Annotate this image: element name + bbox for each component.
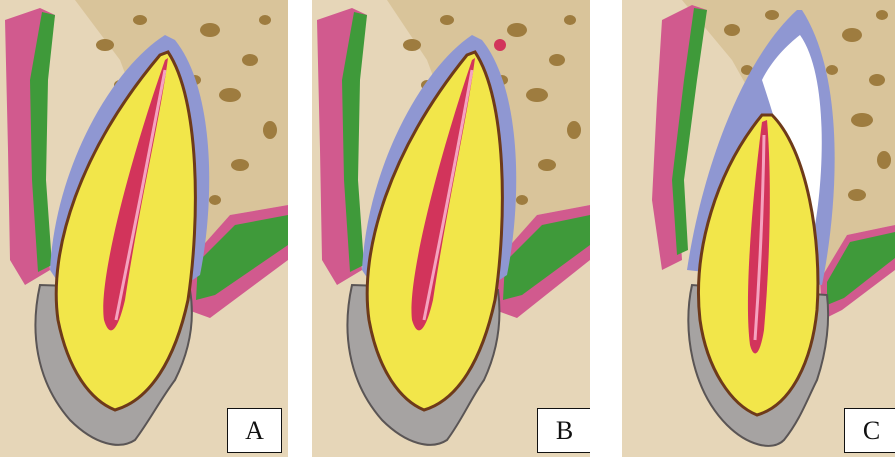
panel-c-illustration	[622, 0, 895, 457]
panel-b-illustration	[312, 0, 590, 457]
panel-label: B	[537, 408, 590, 453]
panel-c: C	[622, 0, 895, 457]
panel-label: A	[227, 408, 282, 453]
panel-a-illustration	[0, 0, 288, 457]
panel-label: C	[844, 408, 895, 453]
ligament-spot	[494, 39, 506, 51]
panel-b: B	[312, 0, 590, 457]
panel-a: A	[0, 0, 288, 457]
